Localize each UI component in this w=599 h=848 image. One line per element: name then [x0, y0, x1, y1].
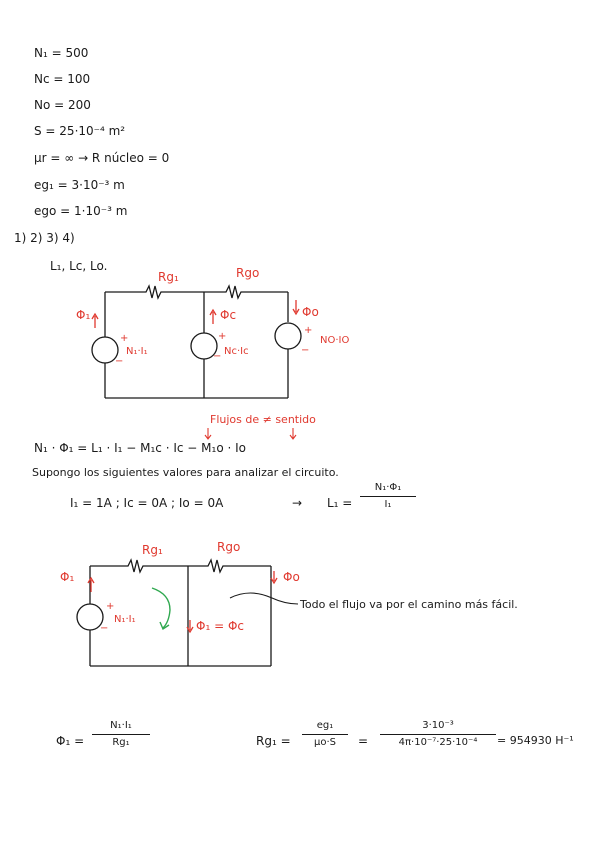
circuit1-phi-i-label: Φ₁ [76, 308, 91, 322]
question-numbers: 1) 2) 3) 4) [14, 231, 75, 245]
circuit2-source-i: N₁·I₁ [114, 614, 136, 625]
circuit1-source-o: NO·IO [320, 335, 350, 346]
easiest-path-note: Todo el flujo va por el camino más fácil… [300, 598, 518, 611]
param-ego: ego = 1·10⁻³ m [34, 204, 128, 218]
rg-i-numerator-2: 3·10⁻³ [380, 720, 496, 735]
rg-i-denominator-2: 4π·10⁻⁷·25·10⁻⁴ [398, 737, 478, 748]
circuit2-plus-i: + [106, 601, 115, 612]
flux-linkage-equation: N₁ · Φ₁ = L₁ · I₁ − M₁c · Ic − M₁o · Io [34, 441, 246, 455]
arrow-symbol: → [292, 496, 303, 510]
circuit1-source-i: N₁·I₁ [126, 346, 148, 357]
phi-i-denominator: Rg₁ [112, 737, 130, 748]
param-ni: N₁ = 500 [34, 46, 89, 60]
rg-i-result: = 954930 H⁻¹ [497, 734, 574, 747]
flux-direction-note: Flujos de ≠ sentido [210, 413, 316, 426]
rg-i-fraction-2: 3·10⁻³ 4π·10⁻⁷·25·10⁻⁴ [380, 720, 496, 749]
phi-i-fraction: N₁·I₁ Rg₁ [92, 720, 150, 749]
circuit1-phi-c-label: Φc [220, 308, 237, 322]
circuit2-phi-o-label: Φo [283, 570, 300, 584]
li-fraction: N₁·Φ₁ I₁ [360, 482, 416, 511]
param-nc: Nc = 100 [34, 72, 91, 86]
li-numerator: N₁·Φ₁ [360, 482, 416, 497]
li-denominator: I₁ [384, 499, 392, 510]
circuit1-phi-o-label: Φo [302, 305, 319, 319]
circuit2-rg-o-label: Rgo [217, 540, 241, 554]
param-egi: eg₁ = 3·10⁻³ m [34, 178, 125, 192]
rg-i-lhs: Rg₁ = [256, 734, 291, 748]
rg-i-denominator-1: μo·S [313, 737, 336, 748]
circuit1-rg-i-label: Rg₁ [158, 270, 179, 284]
assumption-text: Supongo los siguientes valores para anal… [32, 466, 339, 479]
inductances-list: L₁, Lc, Lo. [50, 259, 108, 273]
rg-i-fraction-1: eg₁ μo·S [302, 720, 348, 749]
circuit1-minus-c: − [213, 351, 222, 362]
phi-i-numerator: N₁·I₁ [92, 720, 150, 735]
circuit1-plus-o: + [304, 325, 313, 336]
circuit1-plus-c: + [218, 331, 227, 342]
rg-i-equals: = [358, 734, 369, 748]
circuit1-source-c: Nc·Ic [224, 346, 249, 357]
circuit2-phi-i-label: Φ₁ [60, 570, 75, 584]
phi-i-lhs: Φ₁ = [56, 734, 85, 748]
param-no: No = 200 [34, 98, 91, 112]
circuit2-rg-i-label: Rg₁ [142, 543, 163, 557]
circuit2-minus-i: − [100, 623, 109, 634]
circuit1-plus-i: + [120, 333, 129, 344]
li-lhs: L₁ = [327, 496, 353, 510]
rg-i-numerator-1: eg₁ [302, 720, 348, 735]
param-mur: μr = ∞ → R núcleo = 0 [34, 151, 170, 165]
circuit1-rg-o-label: Rgo [236, 266, 260, 280]
circuit1-minus-o: − [301, 345, 310, 356]
circuit2-phi-equality: Φ₁ = Φc [196, 619, 244, 633]
param-s: S = 25·10⁻⁴ m² [34, 124, 126, 138]
circuit1-minus-i: − [115, 356, 124, 367]
current-values: I₁ = 1A ; Ic = 0A ; Io = 0A [70, 496, 224, 510]
